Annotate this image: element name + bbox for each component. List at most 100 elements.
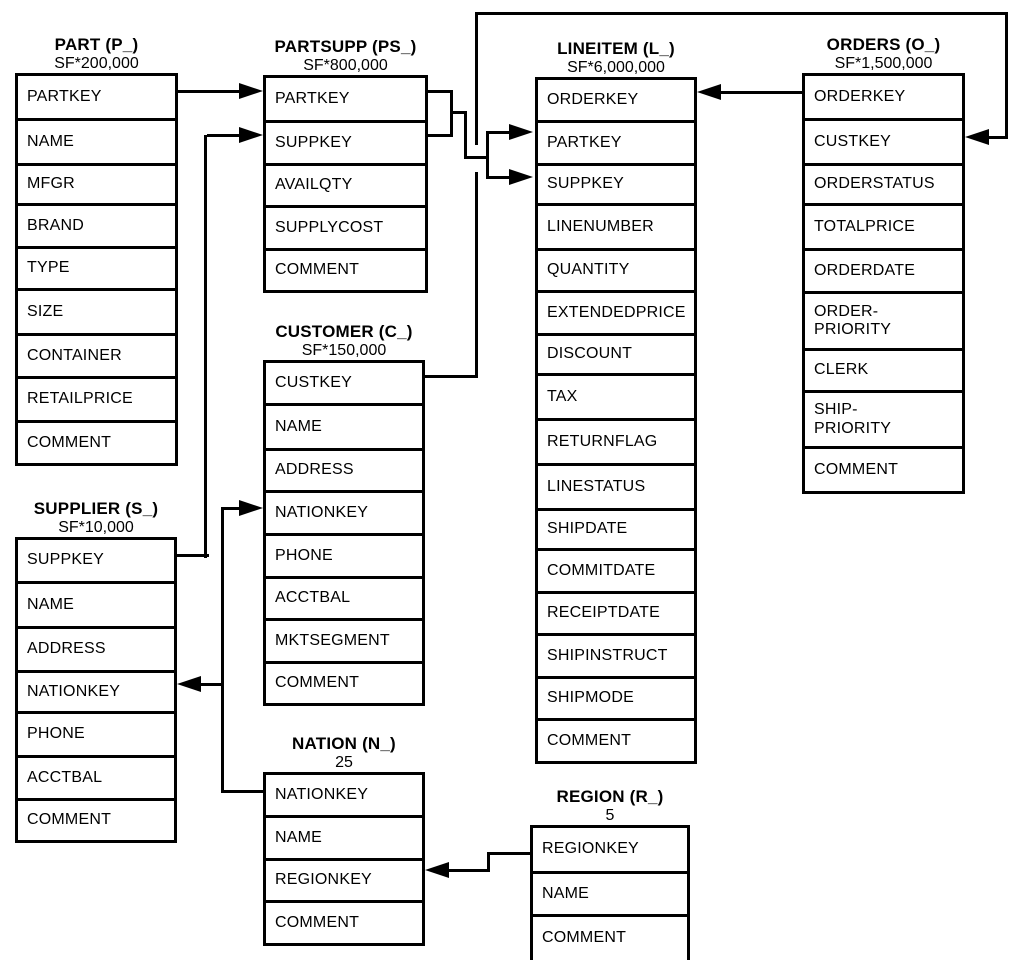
table-title: SUPPLIER (S_) [33, 499, 159, 518]
field-row-orderkey: ORDERKEY [805, 76, 962, 118]
field-label: COMMENT [275, 261, 360, 279]
field-label: SHIPDATE [547, 520, 628, 538]
field-label: ORDERKEY [814, 87, 906, 105]
table-cardinality: 25 [335, 754, 353, 771]
field-row-regionkey: REGIONKEY [266, 858, 422, 900]
line-segment [475, 12, 478, 145]
table-title: CUSTOMER (C_) [275, 322, 413, 341]
field-row-extendedprice: EXTENDEDPRICE [538, 290, 694, 333]
field-row-nationkey: NATIONKEY [266, 775, 422, 815]
field-row-partkey: PARTKEY [538, 120, 694, 163]
arrowhead-icon [509, 124, 533, 140]
line-segment [489, 176, 509, 179]
field-label: ORDERDATE [814, 261, 916, 279]
field-label: COMMENT [275, 674, 360, 692]
table-title: LINEITEM (L_) [557, 39, 675, 58]
field-row-suppkey: SUPPKEY [18, 540, 174, 581]
field-row-tax: TAX [538, 373, 694, 418]
field-label: SHIP-PRIORITY [814, 401, 892, 437]
field-row-name: NAME [18, 581, 174, 626]
field-label: PARTKEY [275, 89, 350, 107]
field-row-phone: PHONE [266, 533, 422, 576]
line-segment [221, 790, 266, 793]
field-label: NAME [542, 884, 590, 902]
line-segment [201, 683, 223, 686]
arrowhead-icon [239, 127, 263, 143]
field-label: ORDER-PRIORITY [814, 302, 892, 338]
field-row-returnflag: RETURNFLAG [538, 418, 694, 463]
field-row-name: NAME [533, 871, 687, 914]
table-title: PART (P_) [54, 35, 139, 54]
field-row-brand: BRAND [18, 203, 175, 246]
field-row-linestatus: LINESTATUS [538, 463, 694, 508]
field-label: NAME [27, 595, 75, 613]
field-row-ship-priority: SHIP-PRIORITY [805, 390, 962, 446]
field-row-name: NAME [266, 815, 422, 858]
field-row-name: NAME [266, 403, 422, 448]
field-label: PARTKEY [27, 87, 102, 105]
line-segment [1005, 12, 1008, 139]
table-cardinality: SF*6,000,000 [567, 59, 665, 76]
arrowhead-icon [425, 862, 449, 878]
line-segment [428, 134, 452, 137]
field-row-clerk: CLERK [805, 348, 962, 390]
field-label: NAME [275, 828, 323, 846]
field-label: COMMENT [27, 433, 112, 451]
field-row-orderstatus: ORDERSTATUS [805, 163, 962, 203]
field-label: REGIONKEY [542, 840, 639, 858]
table-supplier: SUPPLIER (S_) SF*10,000 SUPPKEY NAME ADDRE… [15, 499, 177, 843]
field-label: RETAILPRICE [27, 390, 133, 408]
field-row-orderkey: ORDERKEY [538, 80, 694, 120]
field-row-availqty: AVAILQTY [266, 163, 425, 205]
line-segment [221, 507, 224, 793]
field-row-name: NAME [18, 118, 175, 163]
line-segment [178, 90, 240, 93]
field-row-discount: DISCOUNT [538, 333, 694, 373]
field-label: LINESTATUS [547, 477, 646, 495]
field-row-retailprice: RETAILPRICE [18, 376, 175, 420]
field-label: COMMENT [27, 811, 112, 829]
field-row-size: SIZE [18, 288, 175, 333]
field-label: SUPPKEY [275, 133, 352, 151]
table-title: PARTSUPP (PS_) [274, 37, 417, 56]
field-label: ADDRESS [27, 640, 106, 658]
line-segment [450, 90, 453, 137]
field-row-shipmode: SHIPMODE [538, 676, 694, 718]
field-row-comment: COMMENT [538, 718, 694, 761]
field-label: ORDERSTATUS [814, 175, 935, 193]
line-segment [177, 554, 209, 557]
field-label: SIZE [27, 302, 64, 320]
field-label: COMMENT [814, 460, 899, 478]
table-cardinality: SF*1,500,000 [834, 55, 933, 72]
line-segment [487, 852, 490, 872]
arrowhead-icon [697, 84, 721, 100]
field-label: TYPE [27, 259, 70, 277]
field-label: CONTAINER [27, 346, 122, 364]
field-row-supplycost: SUPPLYCOST [266, 205, 425, 248]
field-label: TOTALPRICE [814, 217, 915, 235]
arrowhead-icon [239, 500, 263, 516]
table-cardinality: SF*10,000 [58, 519, 134, 536]
field-label: COMMITDATE [547, 561, 656, 579]
field-row-commitdate: COMMITDATE [538, 548, 694, 591]
line-segment [204, 135, 207, 558]
field-row-container: CONTAINER [18, 333, 175, 376]
field-label: ACCTBAL [27, 768, 103, 786]
line-segment [207, 134, 239, 137]
field-label: PARTKEY [547, 133, 622, 151]
field-row-regionkey: REGIONKEY [533, 828, 687, 871]
field-label: PHONE [27, 725, 85, 743]
field-label: ACCTBAL [275, 589, 351, 607]
line-segment [721, 91, 802, 94]
field-label: DISCOUNT [547, 345, 633, 363]
line-segment [449, 869, 489, 872]
line-segment [464, 156, 489, 159]
